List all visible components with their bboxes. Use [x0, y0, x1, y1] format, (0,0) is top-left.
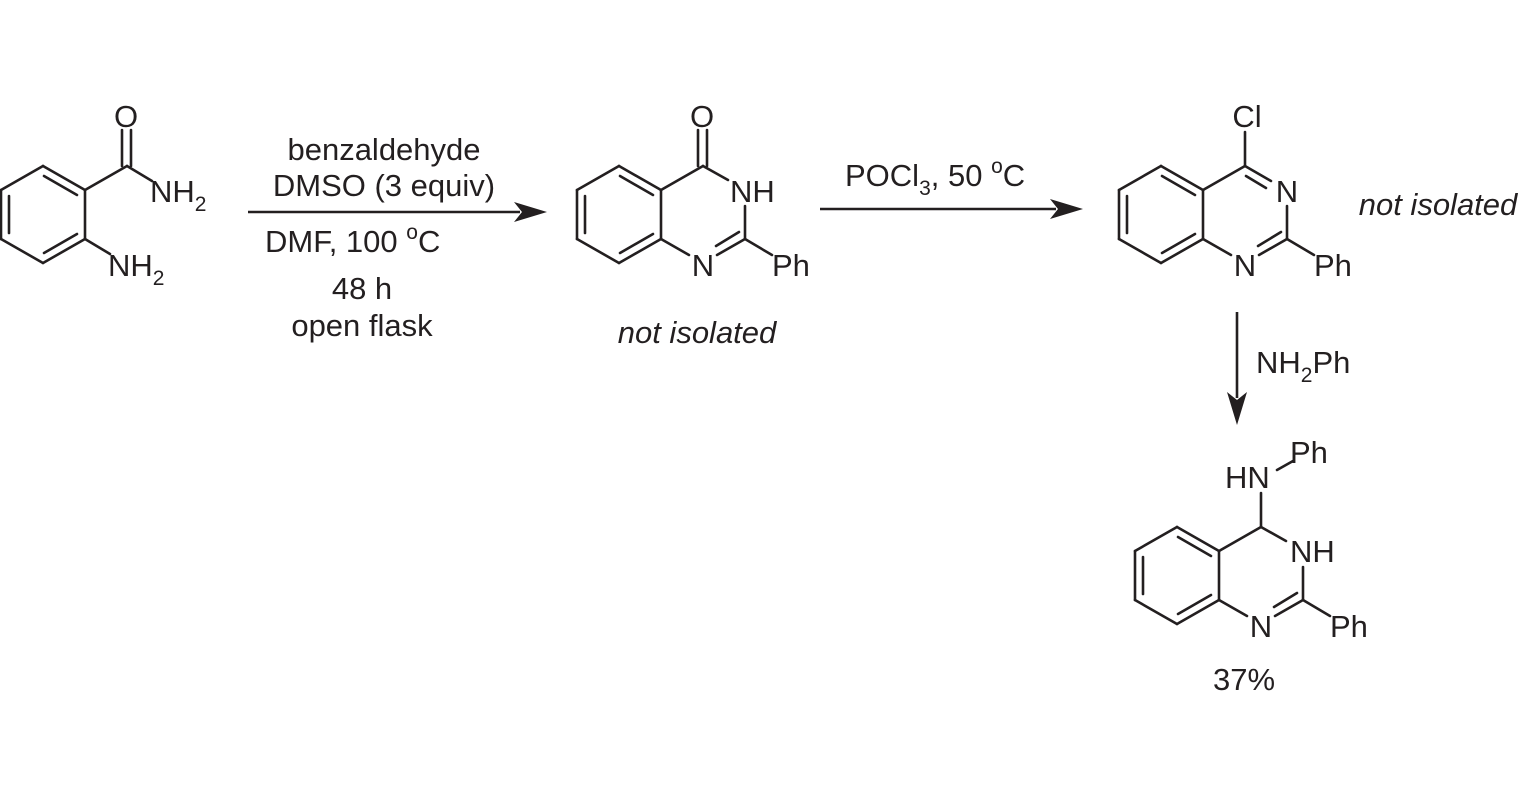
step1-solvent: DMF, 100	[265, 224, 406, 259]
step2-unit: C	[1003, 158, 1025, 193]
sm-amine-nh: NH	[108, 248, 153, 283]
int2-chlorine: Cl	[1232, 99, 1261, 134]
step1-reagent-benzaldehyde: benzaldehyde	[287, 132, 480, 167]
prod-hn: HN	[1225, 460, 1270, 495]
sm-amine-nh2: NH2	[108, 248, 164, 290]
int2-ring-n: N	[1234, 248, 1256, 283]
sm-amide-nh2: NH2	[150, 174, 206, 216]
sm-amide-nh: NH	[150, 174, 195, 209]
sm-amine-subscript: 2	[153, 267, 165, 290]
int1-carbonyl-oxygen: O	[690, 99, 714, 134]
step2-reagent-subscript: 3	[919, 177, 931, 200]
step2-arrow	[820, 199, 1083, 219]
prod-phenyl: Ph	[1330, 609, 1368, 644]
step1-arrow	[248, 202, 547, 222]
int1-nh: NH	[730, 174, 775, 209]
step2-degree-symbol: o	[991, 155, 1003, 178]
intermediate2-bonds	[1117, 130, 1316, 265]
prod-nh: NH	[1290, 534, 1335, 569]
prod-ring-n: N	[1250, 609, 1272, 644]
intermediate2-chloroquinazoline: Cl N N Ph not isolated	[1117, 99, 1519, 283]
int1-not-isolated-note: not isolated	[618, 315, 778, 350]
int1-ring-n: N	[692, 248, 714, 283]
intermediate1-bonds	[575, 128, 774, 265]
sm-amide-subscript: 2	[195, 193, 207, 216]
int2-not-isolated-note: not isolated	[1359, 187, 1519, 222]
step3-reagent-ph: Ph	[1312, 345, 1350, 380]
step2-temperature: , 50	[931, 158, 991, 193]
intermediate1-quinazolinone: O NH N Ph not isolated	[575, 99, 810, 350]
step2-reagent: POCl	[845, 158, 919, 193]
final-product-dihydroquinazoline: HN Ph NH N Ph 37%	[1133, 435, 1368, 697]
step3-arrow	[1227, 312, 1247, 425]
step1-time: 48 h	[332, 271, 392, 306]
step1-reagent-dmso: DMSO (3 equiv)	[273, 168, 495, 203]
prod-anilino-phenyl: Ph	[1290, 435, 1328, 470]
step1-conditions: benzaldehyde DMSO (3 equiv) DMF, 100 oC …	[265, 132, 495, 343]
step2-reagent-conditions: POCl3, 50 oC	[845, 155, 1025, 200]
int2-phenyl: Ph	[1314, 248, 1352, 283]
step3-reagent-subscript: 2	[1301, 364, 1313, 387]
final-product-bonds	[1133, 459, 1332, 626]
step1-solvent-temperature: DMF, 100 oC	[265, 221, 440, 259]
step1-degree-symbol: o	[406, 221, 418, 244]
yield-label: 37%	[1213, 662, 1275, 697]
starting-material-bonds	[0, 128, 154, 265]
step3-reagent-aniline: NH2Ph	[1256, 345, 1350, 387]
sm-carbonyl-oxygen: O	[114, 99, 138, 134]
int2-ring-n-top: N	[1276, 174, 1298, 209]
step3-reagent-nh: NH	[1256, 345, 1301, 380]
step1-unit: C	[418, 224, 440, 259]
int1-phenyl: Ph	[772, 248, 810, 283]
starting-material-2-aminobenzamide: O NH2 NH2	[0, 99, 206, 290]
step1-open-flask: open flask	[291, 308, 433, 343]
